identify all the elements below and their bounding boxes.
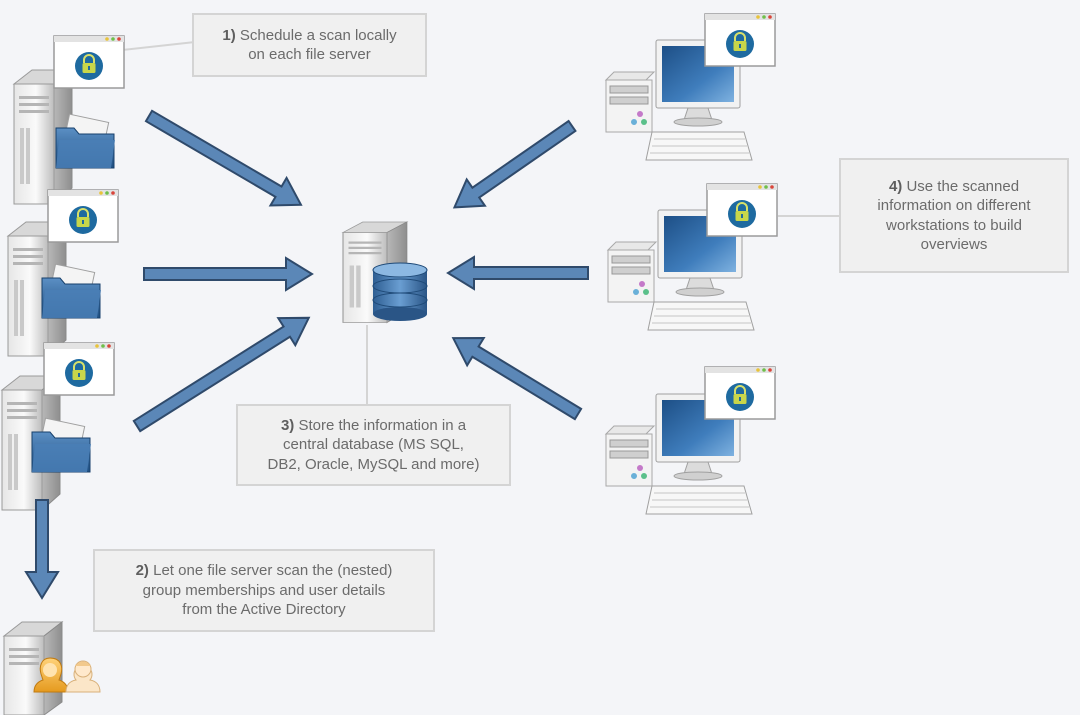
arrow-workstation3-to-db <box>451 336 583 421</box>
callout-text: central database (MS SQL, <box>283 436 464 454</box>
database-server-icon <box>342 221 428 324</box>
callout-step3: 3) Store the information in a central da… <box>236 404 511 486</box>
callout-text: from the Active Directory <box>182 601 346 619</box>
arrow-workstation1-to-db <box>452 119 577 209</box>
file-server-icon <box>1 375 92 511</box>
lock-icon <box>47 189 119 243</box>
callout-text: information on different <box>877 197 1031 214</box>
callout-text: overviews <box>920 236 988 253</box>
arrow-server1-to-db <box>144 109 303 207</box>
users-icon <box>33 657 101 693</box>
lock-icon <box>43 342 115 396</box>
lock-icon <box>53 35 125 89</box>
arrow-server-to-ad <box>24 499 60 600</box>
arrow-server3-to-db <box>132 316 311 433</box>
arrow-workstation2-to-db <box>446 255 589 291</box>
callout-text: Let one file server scan the (nested) <box>153 562 393 580</box>
lock-icon <box>704 366 776 420</box>
callout-text: Store the information in a <box>298 416 467 434</box>
lock-icon <box>704 13 776 67</box>
step-number: 2) <box>135 562 149 580</box>
active-directory-server-icon <box>2 620 64 715</box>
callout-text: DB2, Oracle, MySQL and more) <box>267 455 480 473</box>
callout-step2: 2) Let one file server scan the (nested)… <box>93 549 435 632</box>
step-number: 3) <box>280 416 295 434</box>
lock-icon <box>706 183 778 237</box>
callout-text: workstations to build <box>886 216 1022 234</box>
callout-text: Schedule a scan locally <box>239 26 397 44</box>
callout-text: Use the scanned <box>906 177 1020 195</box>
callout-text: group memberships and user details <box>142 581 386 599</box>
arrow-server2-to-db <box>143 256 314 292</box>
step-number: 4) <box>888 177 903 195</box>
callout-step1: 1) Schedule a scan locally on each file … <box>192 13 427 77</box>
callout-step4: 4) Use the scanned information on differ… <box>839 158 1069 273</box>
step-number: 1) <box>222 26 236 44</box>
file-server-icon <box>13 69 116 205</box>
callout-text: on each file server <box>248 46 371 63</box>
